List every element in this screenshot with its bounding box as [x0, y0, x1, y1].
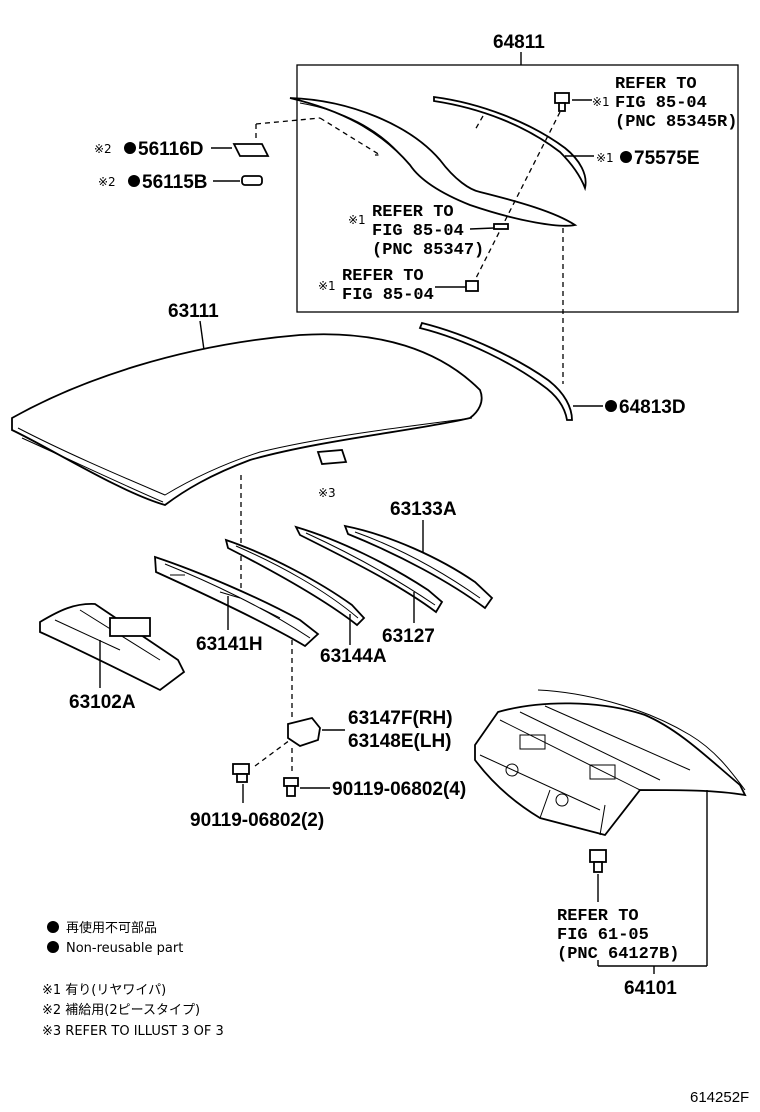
non-reusable-dot: [620, 151, 632, 163]
refer-85345R-line1[interactable]: REFER TO: [615, 75, 697, 94]
roof-bow-63133A[interactable]: [343, 524, 494, 610]
part-63147F-label[interactable]: 63147F(RH): [348, 708, 453, 729]
roof-bows-group: 63133A 63127 63144A 63141H 63102A: [39, 499, 494, 713]
part-56115B-label[interactable]: 56115B: [142, 172, 208, 193]
legend-nonreuse-jp: 再使用不可部品: [66, 920, 157, 936]
rear-window-moulding-75575E[interactable]: [433, 95, 587, 192]
legend-note-2: ※2 補給用(2ピースタイプ): [42, 1003, 200, 1018]
roof-bow-63144A[interactable]: [224, 538, 366, 627]
note-mark-1: ※1: [596, 151, 614, 165]
part-56116D-label[interactable]: 56116D: [138, 139, 204, 160]
note-mark-3: ※3: [318, 486, 336, 500]
legend-dot-jp: [47, 921, 59, 933]
spacer-56115B[interactable]: [241, 175, 263, 186]
roof-bow-63141H[interactable]: [154, 555, 320, 648]
part-64813D-label[interactable]: 64813D: [619, 397, 686, 418]
roof-panel-group: 63111 ※3: [11, 301, 483, 590]
part-63144A-label[interactable]: 63144A: [320, 646, 387, 667]
refer-clip-line1[interactable]: REFER TO: [342, 267, 424, 286]
weatherstrip-group: 64813D: [418, 228, 686, 421]
bracket-group: 63147F(RH) 63148E(LH) 90119-06802(4) 901…: [190, 640, 466, 831]
refer-85345R-line3[interactable]: (PNC 85345R): [615, 113, 737, 132]
clip-85-04[interactable]: [465, 280, 479, 292]
legend-dot-en: [47, 941, 59, 953]
non-reusable-dot: [128, 175, 140, 187]
roof-bow-63127[interactable]: [294, 525, 444, 614]
refer-85347-line2[interactable]: FIG 85-04: [372, 222, 464, 241]
roof-panel-63111[interactable]: [11, 333, 483, 506]
part-75575E-label[interactable]: 75575E: [634, 148, 700, 169]
note-mark-1: ※1: [348, 213, 366, 227]
spacer-56116D[interactable]: [232, 143, 270, 157]
bracket-63147F-63148E[interactable]: [287, 716, 321, 747]
rear-window-assembly-group: 64811 ※1 REFER TO FIG 85-04 (PNC 85345R)…: [289, 32, 739, 313]
refer-64127B-line3[interactable]: (PNC 64127B): [557, 945, 679, 964]
refer-64127B-line1[interactable]: REFER TO: [557, 907, 639, 926]
refer-85347-line3[interactable]: (PNC 85347): [372, 241, 484, 260]
part-64811-label[interactable]: 64811: [493, 32, 545, 53]
part-85347[interactable]: [493, 223, 509, 230]
bolt-90119-06802-2[interactable]: [232, 763, 250, 783]
bolt-2-label[interactable]: 90119-06802(2): [190, 810, 324, 831]
illustration-code: 614252F: [690, 1089, 749, 1106]
refer-clip-line2[interactable]: FIG 85-04: [342, 286, 434, 305]
non-reusable-dot: [124, 142, 136, 154]
part-63111-label[interactable]: 63111: [168, 301, 219, 322]
roof-pad[interactable]: [316, 449, 348, 465]
non-reusable-dot: [605, 400, 617, 412]
note-mark-1: ※1: [592, 95, 610, 109]
spacer-group: ※2 56116D ※2 56115B: [94, 117, 321, 193]
note-mark-2: ※2: [98, 175, 116, 189]
part-63102A-label[interactable]: 63102A: [69, 692, 136, 713]
clip-64127B[interactable]: [589, 849, 607, 873]
weatherstrip-64813D[interactable]: [418, 321, 573, 421]
refer-85345R-line2[interactable]: FIG 85-04: [615, 94, 707, 113]
legend-note-3: ※3 REFER TO ILLUST 3 OF 3: [42, 1024, 224, 1039]
legend: 再使用不可部品 Non-reusable part ※1 有り(リヤワイパ) ※…: [42, 920, 224, 1039]
wiper-bolt-85345R[interactable]: [554, 92, 570, 112]
refer-85347-line1[interactable]: REFER TO: [372, 203, 454, 222]
rear-window-glass[interactable]: [289, 97, 578, 227]
legend-nonreuse-en: Non-reusable part: [66, 941, 183, 956]
part-63133A-label[interactable]: 63133A: [390, 499, 457, 520]
note-mark-1: ※1: [318, 279, 336, 293]
header-bracket: [109, 617, 151, 637]
package-tray-64101[interactable]: [474, 702, 747, 837]
part-64101-label[interactable]: 64101: [624, 978, 677, 999]
bolt-4-label[interactable]: 90119-06802(4): [332, 779, 466, 800]
part-63127-label[interactable]: 63127: [382, 626, 435, 647]
part-63141H-label[interactable]: 63141H: [196, 634, 263, 655]
refer-64127B-line2[interactable]: FIG 61-05: [557, 926, 649, 945]
note-mark-2: ※2: [94, 142, 112, 156]
legend-note-1: ※1 有り(リヤワイパ): [42, 983, 166, 998]
roof-header-63102A[interactable]: [39, 603, 186, 692]
package-tray-group: REFER TO FIG 61-05 (PNC 64127B) 64101: [474, 689, 747, 999]
part-63148E-label[interactable]: 63148E(LH): [348, 731, 452, 752]
bolt-90119-06802-4[interactable]: [283, 777, 299, 797]
